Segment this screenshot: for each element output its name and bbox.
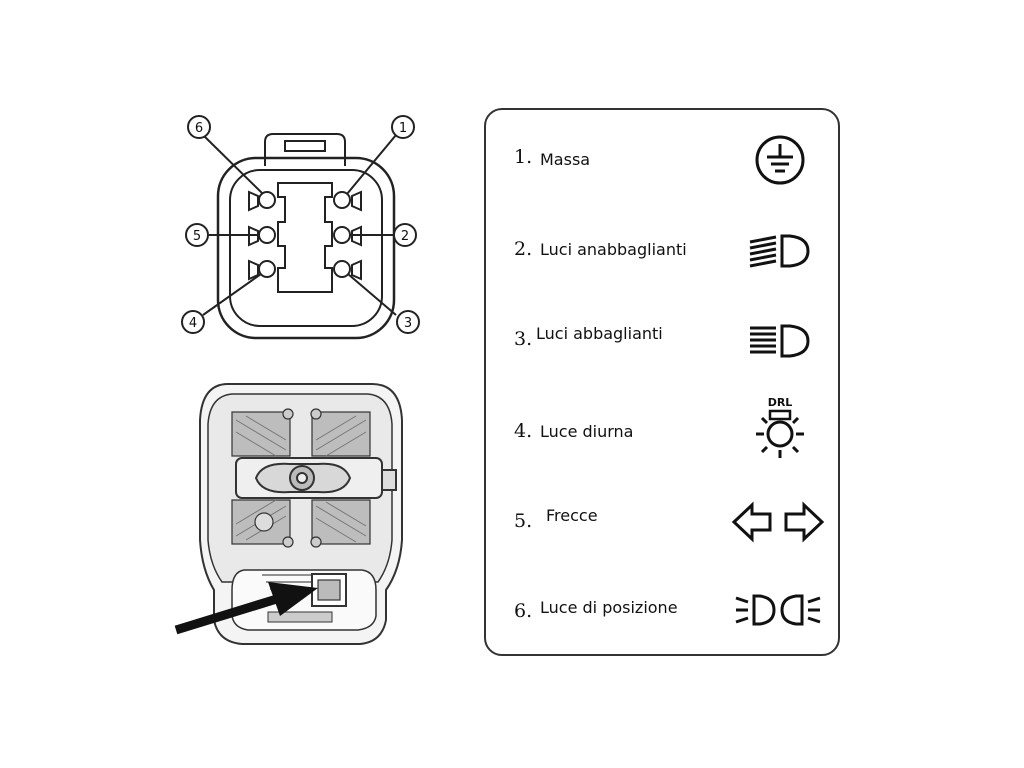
legend-label: Luci abbaglianti	[536, 324, 663, 343]
pin-label-2: 2	[401, 229, 409, 244]
pin-callout-labels: 6 1 5 2 4 3	[189, 121, 412, 331]
legend-number: 1.	[514, 146, 533, 168]
ground-icon	[755, 135, 805, 185]
position-light-icon	[735, 594, 821, 626]
connector-pinout	[181, 115, 420, 340]
connector-pointer-arrow	[174, 582, 318, 635]
pin-label-4: 4	[189, 316, 197, 331]
legend-number: 4.	[514, 420, 533, 442]
legend-label: Massa	[540, 150, 591, 169]
legend-item-low-beam: 2. Luci anabbaglianti	[486, 214, 842, 284]
drl-icon-text: DRL	[768, 396, 793, 409]
lamp-rear-view	[199, 383, 403, 645]
legend-label: Frecce	[546, 506, 598, 525]
legend-number: 6.	[514, 600, 533, 622]
legend-number: 2.	[514, 238, 533, 260]
legend-item-high-beam: 3. Luci abbaglianti	[486, 306, 842, 376]
pin-label-3: 3	[404, 316, 412, 331]
pin-label-5: 5	[193, 229, 201, 244]
legend-label: Luce diurna	[540, 422, 634, 441]
pin-label-1: 1	[399, 121, 407, 136]
pin-label-6: 6	[195, 121, 203, 136]
legend-panel: 1. Massa 2. Luci anabbaglianti 3. Luci a…	[484, 108, 840, 656]
legend-item-ground: 1. Massa	[486, 124, 842, 194]
legend-label: Luci anabbaglianti	[540, 240, 687, 259]
low-beam-icon	[749, 234, 810, 268]
legend-item-turn-signals: 5. Frecce	[486, 488, 842, 558]
drl-icon: DRL	[756, 396, 804, 458]
high-beam-icon	[750, 324, 810, 358]
legend-item-position-lights: 6. Luce di posizione	[486, 576, 842, 646]
legend-number: 5.	[514, 510, 533, 532]
legend-number: 3.	[514, 328, 533, 350]
right-pins	[333, 190, 362, 281]
legend-item-drl: 4. Luce diurna DRL	[486, 394, 842, 474]
turn-signal-arrows-icon	[731, 501, 825, 543]
legend-label: Luce di posizione	[540, 598, 678, 617]
